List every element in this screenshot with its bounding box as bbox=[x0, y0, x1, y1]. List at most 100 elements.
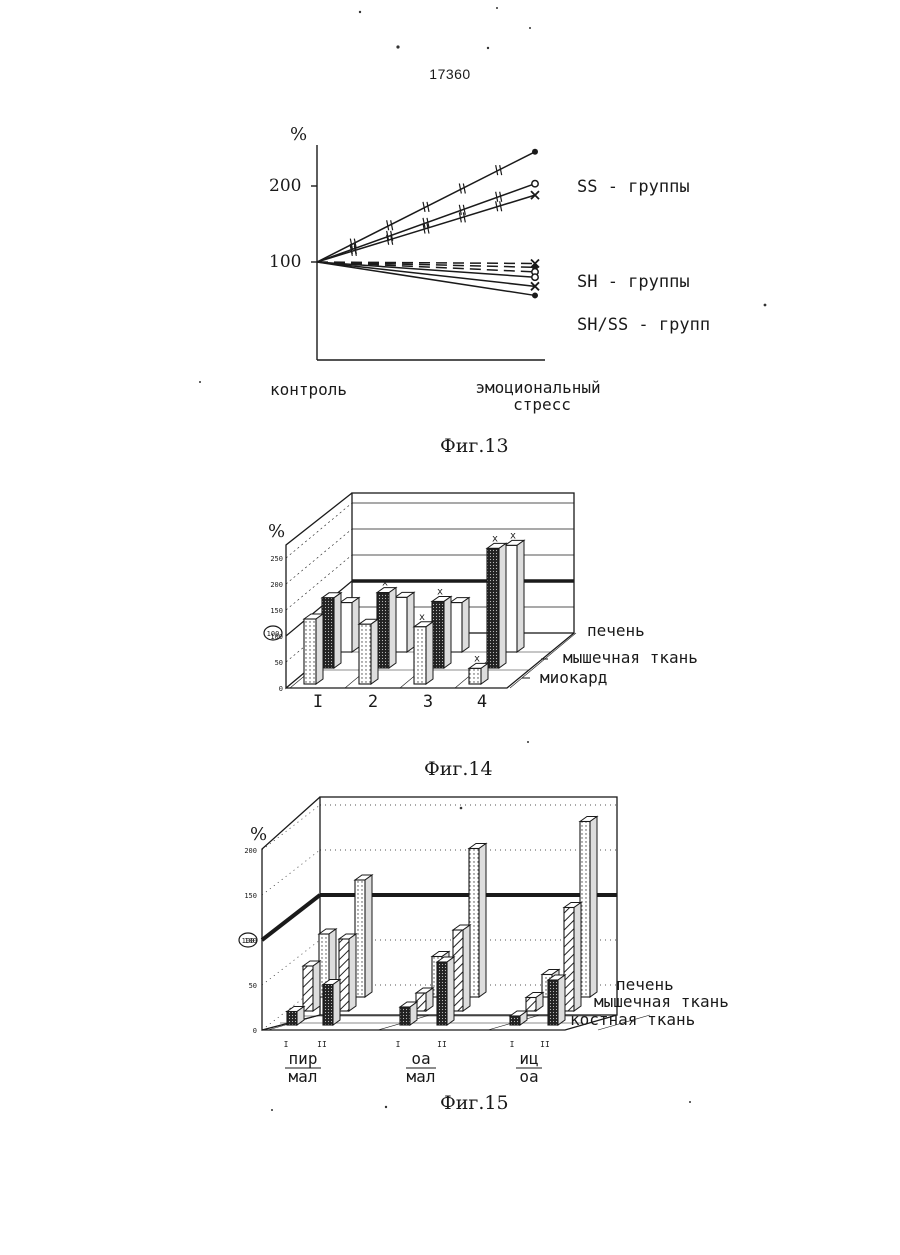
fig15-bar bbox=[323, 985, 333, 1026]
fig14-bar-side bbox=[407, 592, 414, 652]
fig13-y-unit: % bbox=[290, 124, 307, 145]
fig13-series-line bbox=[317, 195, 535, 262]
fig15-group-denominator: оа bbox=[519, 1067, 538, 1086]
fig14-bar bbox=[322, 598, 334, 668]
fig15-bar bbox=[400, 1007, 410, 1025]
fig14-bar bbox=[340, 603, 352, 652]
fig15-group-numerator: оа bbox=[411, 1049, 430, 1068]
fig14-ytick-label: 50 bbox=[275, 659, 283, 667]
fig15-bar-side bbox=[349, 934, 356, 1011]
fig14-significance-mark: x bbox=[382, 578, 388, 589]
fig15-subgroup-mark: II bbox=[317, 1040, 327, 1049]
fig15-reference-marker: 100 bbox=[239, 933, 257, 947]
fig14-bar-side bbox=[389, 588, 396, 668]
fig15-gridline bbox=[262, 805, 320, 850]
fig15-gridline bbox=[262, 850, 320, 895]
fig14-bar bbox=[395, 597, 407, 652]
fig14-bar-side bbox=[352, 598, 359, 652]
fig15-bar-side bbox=[313, 961, 320, 1011]
fig14-bar-side bbox=[444, 596, 451, 668]
fig15-legend-muscle: мышечная ткань bbox=[594, 992, 729, 1011]
fig15-bar-side bbox=[590, 817, 597, 998]
fig15-legend-bone: костная ткань bbox=[570, 1010, 695, 1029]
fig13-ytick-label: 100 bbox=[269, 252, 301, 272]
fig14-ytick-labels: 050100150200250 bbox=[270, 555, 283, 693]
fig15-y-unit: % bbox=[250, 824, 267, 845]
fig13-series-line bbox=[317, 152, 535, 262]
fig14-gridline bbox=[286, 503, 352, 558]
fig15-bar-side bbox=[333, 980, 340, 1026]
fig14-ytick-label: 0 bbox=[279, 685, 283, 693]
fig15-ytick-label: 150 bbox=[244, 892, 257, 900]
fig14-legend-muscle: мышечная ткань bbox=[563, 648, 698, 667]
fig14-bar-side bbox=[426, 622, 433, 684]
fig15-group-numerator: иц bbox=[519, 1049, 538, 1068]
fig13-series-line bbox=[317, 184, 535, 262]
fig15-subgroup-mark: II bbox=[540, 1040, 550, 1049]
fig14-bars: xxxxxx bbox=[304, 530, 524, 684]
fig14-ytick-label: 150 bbox=[270, 607, 283, 615]
fig15-reference-line bbox=[262, 895, 320, 940]
fig13-group-label-ss: SS - группы bbox=[577, 177, 690, 197]
fig15-group-labels: I II пир мал I II оа мал I II иц оа bbox=[284, 1040, 550, 1086]
fig14-significance-mark: x bbox=[492, 533, 498, 544]
fig14-significance-mark: x bbox=[437, 586, 443, 597]
fig13-caption: Фиг.13 bbox=[440, 435, 509, 457]
fig15-bar bbox=[548, 980, 558, 1025]
fig13-series-line bbox=[317, 262, 535, 264]
fig15-bar-side bbox=[463, 925, 470, 1011]
fig13-x-label-stress: эмоциональныйстресс bbox=[475, 378, 600, 414]
fig14-legend-liver: печень bbox=[587, 621, 645, 640]
fig15-group-denominator: мал bbox=[289, 1067, 318, 1086]
fig15-bar bbox=[437, 962, 447, 1025]
fig15-bar bbox=[526, 998, 536, 1012]
fig14-bar-side bbox=[371, 619, 378, 684]
fig14-category-label: 2 bbox=[368, 692, 378, 712]
fig15-bar-side bbox=[447, 957, 454, 1025]
fig15-reference-label: 100 bbox=[242, 937, 255, 945]
fig14-bar-side bbox=[334, 593, 341, 668]
fig15-bars bbox=[287, 817, 597, 1026]
figure-15: % 050100150200 100 печень мышечная ткань… bbox=[239, 797, 729, 1114]
fig15-bar bbox=[287, 1012, 297, 1026]
fig14-reference-label: 100 bbox=[267, 630, 280, 638]
fig14-category-label: I bbox=[313, 692, 323, 712]
fig14-legend-myocardium: миокард bbox=[540, 668, 607, 687]
fig14-bar bbox=[505, 545, 517, 652]
fig13-group-label-sh: SH - группы bbox=[577, 272, 690, 292]
fig13-plot-area bbox=[317, 149, 539, 299]
fig14-bar bbox=[487, 548, 499, 668]
fig15-bar-side bbox=[479, 844, 486, 998]
fig14-caption: Фиг.14 bbox=[424, 758, 493, 780]
fig15-subgroup-mark: I bbox=[510, 1040, 515, 1049]
fig15-ytick-label: 50 bbox=[249, 982, 257, 990]
fig14-ytick-label: 200 bbox=[270, 581, 283, 589]
figure-13: % 200 100 SS - группы SH - группы SH/SS … bbox=[269, 124, 710, 457]
fig13-group-label-shss: SH/SS - групп bbox=[577, 315, 710, 335]
fig13-series-line bbox=[317, 262, 535, 286]
fig14-significance-mark: x bbox=[419, 612, 425, 623]
fig14-bar-side bbox=[517, 540, 524, 652]
fig14-bar bbox=[304, 619, 316, 684]
fig13-point bbox=[532, 274, 538, 280]
fig14-y-unit: % bbox=[268, 521, 285, 542]
fig15-bar-side bbox=[365, 875, 372, 997]
fig14-bar bbox=[359, 624, 371, 684]
fig13-point bbox=[531, 191, 539, 199]
fig14-bar-side bbox=[316, 614, 323, 684]
fig15-bar bbox=[510, 1016, 520, 1025]
fig14-significance-mark: x bbox=[510, 530, 516, 541]
figure-14: % 050100150200250 100 xxxxxx I 2 3 4 печ… bbox=[264, 493, 698, 780]
fig14-reference-marker: 100 bbox=[264, 626, 282, 640]
fig13-point bbox=[532, 181, 538, 187]
fig14-bar-side bbox=[499, 543, 506, 668]
fig13-ytick-label: 200 bbox=[269, 176, 301, 196]
fig15-subgroup-mark: II bbox=[437, 1040, 447, 1049]
fig13-x-label-control: контроль bbox=[270, 380, 347, 399]
fig15-ytick-label: 0 bbox=[253, 1027, 257, 1035]
fig14-category-label: 4 bbox=[477, 692, 487, 712]
fig15-caption: Фиг.15 bbox=[440, 1092, 509, 1114]
fig14-bar bbox=[432, 601, 444, 668]
fig14-bar bbox=[450, 603, 462, 652]
fig15-subgroup-mark: I bbox=[284, 1040, 289, 1049]
